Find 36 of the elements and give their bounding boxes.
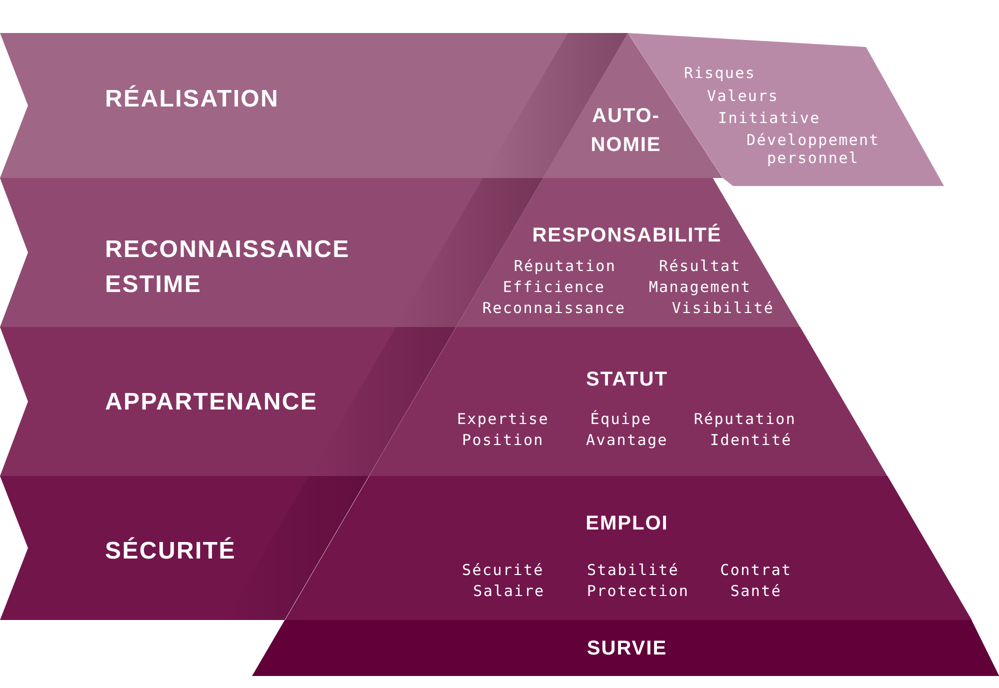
tier-item: Sécurité bbox=[462, 561, 544, 579]
tier-title: AUTO-NOMIE bbox=[590, 104, 662, 158]
tier-item: Protection bbox=[586, 582, 690, 600]
pyramid-tier bbox=[252, 620, 999, 676]
pyramid-tier bbox=[368, 327, 888, 476]
panel-item: Développement personnel bbox=[746, 131, 880, 167]
level-title: RECONNAISSANCE ESTIME bbox=[105, 235, 351, 300]
panel-item: Valeurs bbox=[707, 87, 779, 105]
tier-item: Avantage bbox=[586, 431, 668, 449]
tier-item: Identité bbox=[710, 431, 792, 449]
level-title: SÉCURITÉ bbox=[105, 536, 237, 566]
tier-item: Santé bbox=[730, 582, 782, 600]
chevron-band bbox=[0, 327, 456, 476]
level-title: APPARTENANCE bbox=[105, 388, 319, 418]
level-title: RÉALISATION bbox=[105, 84, 280, 114]
tier-title: RESPONSABILITÉ bbox=[532, 222, 722, 248]
tier-item: Résultat bbox=[659, 257, 741, 275]
tier-title: EMPLOI bbox=[586, 512, 668, 536]
tier-item: Réputation bbox=[514, 257, 616, 275]
tier-item: Expertise bbox=[456, 410, 550, 428]
tier-item: Salaire bbox=[473, 582, 545, 600]
tier-item: Management bbox=[648, 278, 752, 296]
tier-item: Contrat bbox=[720, 561, 792, 579]
tier-item: Stabilité bbox=[586, 561, 680, 579]
tier-item: Reconnaissance bbox=[482, 299, 626, 317]
tier-title: SURVIE bbox=[586, 636, 668, 662]
tier-item: Réputation bbox=[694, 410, 796, 428]
tier-item: Visibilité bbox=[672, 299, 774, 317]
tier-item: Efficience bbox=[502, 278, 606, 296]
panel-item: Initiative bbox=[718, 109, 820, 127]
tier-item: Position bbox=[462, 431, 544, 449]
tier-item: Équipe bbox=[590, 410, 652, 428]
panel-item: Risques bbox=[684, 64, 756, 82]
pyramid-tier bbox=[284, 476, 972, 620]
tier-title: STATUT bbox=[586, 368, 668, 392]
pyramid-tier bbox=[456, 178, 800, 327]
